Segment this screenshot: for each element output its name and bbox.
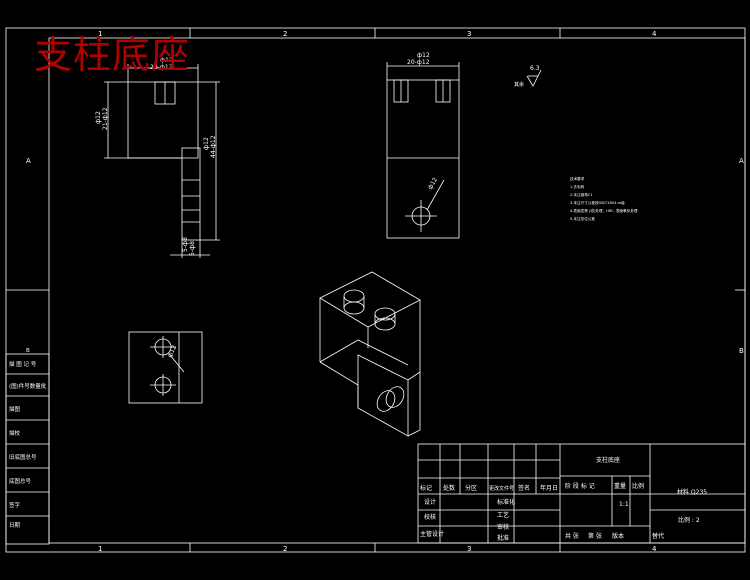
- strip-item-7: 签字: [9, 501, 21, 509]
- front-dim-top-b: 20-ф12: [150, 64, 173, 71]
- col-label-2: 2: [283, 30, 287, 38]
- tb-bottom-0: 共 张: [565, 532, 579, 540]
- tb-mark-head-0: 阶 段 标 记: [565, 482, 595, 490]
- row-label-a-right: A: [739, 157, 744, 165]
- tb-bottom-3: 替代: [652, 532, 664, 540]
- tb-mark-head-2: 比例: [632, 482, 644, 490]
- tb-label-lead: 主管设计: [420, 530, 444, 538]
- inner-frame: [48, 37, 746, 544]
- col-label-3: 3: [467, 30, 471, 38]
- strip-item-5: 旧底图总号: [9, 453, 37, 461]
- front-dim-right-a: ф12: [203, 137, 210, 150]
- tb-part-name: 支柱底座: [596, 456, 620, 464]
- col-label-2-bottom: 2: [283, 545, 287, 553]
- tb-material: 材料 Q235: [677, 488, 707, 496]
- bottom-view: [128, 331, 203, 404]
- tb-row1-2: 分区: [465, 484, 477, 492]
- border-labels: 1 2 3 4 1 2 3 4 A A B: [26, 30, 744, 553]
- col-label-1: 1: [98, 30, 102, 38]
- col-label-4: 4: [652, 30, 657, 38]
- title-block: [417, 443, 746, 544]
- tb-row1-3: 更改文件号: [489, 485, 514, 492]
- strip-item-1: 描 图 记 号: [9, 360, 37, 368]
- tb-row1-1: 处数: [443, 484, 455, 492]
- side-dim-top-b: 20-ф12: [407, 59, 430, 66]
- tech-note-0: 技术要求: [570, 176, 585, 181]
- strip-item-6: 底图总号: [9, 477, 32, 485]
- tb-mark-head-1: 重量: [614, 482, 626, 490]
- bottom-dim-hole: ф12: [166, 344, 178, 359]
- dimension-texts: ф12 20-ф12 ф12 21-ф12 ф12 44-ф12 5-ф8 5-…: [95, 52, 540, 359]
- left-strip: [5, 353, 50, 545]
- tech-notes: 技术要求 1.去毛刺 2.未注倒角C1 3.未注尺寸公差按GB/T1804-m级…: [570, 176, 638, 221]
- tb-label-process: 工艺: [497, 511, 509, 519]
- col-label-1-bottom: 1: [98, 545, 102, 553]
- tb-bottom-1: 第 张: [588, 532, 602, 540]
- tb-label-design: 设计: [424, 498, 436, 506]
- front-dim-right-b: 44-ф12: [210, 135, 217, 158]
- left-strip-text: B 描 图 记 号 (图)件号数量批 描图 描校 旧底图总号 底图总号 签字 日…: [9, 348, 47, 529]
- tb-label-std: 标准化: [497, 498, 515, 506]
- side-dim-hole: ф12: [427, 176, 440, 191]
- roughness-note: 其余: [514, 81, 524, 88]
- tech-note-4: 4.表面发黑 (或)处理，HRC, 表面氧化处理: [570, 208, 638, 213]
- front-dim-top-a: ф12: [160, 57, 173, 64]
- tech-note-3: 3.未注尺寸公差按GB/T1804-m级: [570, 200, 625, 205]
- side-dim-top-a: ф12: [417, 52, 430, 59]
- col-label-3-bottom: 3: [467, 545, 471, 553]
- tb-label-review: 审核: [497, 523, 509, 531]
- row-label-a: A: [26, 157, 31, 165]
- tb-label-approve: 批准: [497, 534, 509, 542]
- side-view: [386, 62, 460, 239]
- roughness-value: 6.3: [530, 65, 540, 72]
- drawing-title: 支柱底座: [34, 33, 191, 77]
- tb-ratio: 1:1: [619, 501, 629, 508]
- col-label-4-bottom: 4: [652, 545, 657, 553]
- title-block-text: 支柱底座 材料 Q235 比例 : 2 阶 段 标 记 重量 比例 1:1 标记…: [420, 456, 707, 542]
- strip-item-2: (图)件号数量批: [9, 382, 47, 390]
- tb-row1-4: 签名: [518, 484, 530, 492]
- front-dim-bottom-a: 5-ф8: [182, 237, 189, 252]
- front-dim-left-b: 21-ф12: [102, 107, 109, 130]
- tech-note-5: 5.未注形位公差: [570, 216, 595, 221]
- outer-frame: [5, 27, 746, 553]
- tb-label-check: 校核: [424, 513, 436, 521]
- tb-scale: 比例 : 2: [678, 516, 700, 524]
- tb-row1-5: 年月日: [540, 484, 558, 492]
- front-dim-bottom-b: 5-ф8: [189, 241, 196, 256]
- tb-row1-0: 标记: [420, 484, 432, 492]
- strip-item-4: 描校: [9, 429, 21, 437]
- strip-item-3: 描图: [9, 405, 21, 413]
- strip-item-8: 日期: [9, 522, 21, 529]
- front-dim-left-a: ф12: [95, 111, 102, 124]
- isometric-view: [319, 271, 421, 437]
- tech-note-1: 1.去毛刺: [570, 184, 585, 189]
- roughness-symbol: [526, 69, 542, 87]
- strip-b: B: [26, 348, 30, 354]
- front-view: [104, 64, 220, 258]
- row-label-b-right: B: [739, 347, 744, 355]
- tb-bottom-2: 版本: [612, 532, 624, 540]
- tech-note-2: 2.未注倒角C1: [570, 192, 593, 197]
